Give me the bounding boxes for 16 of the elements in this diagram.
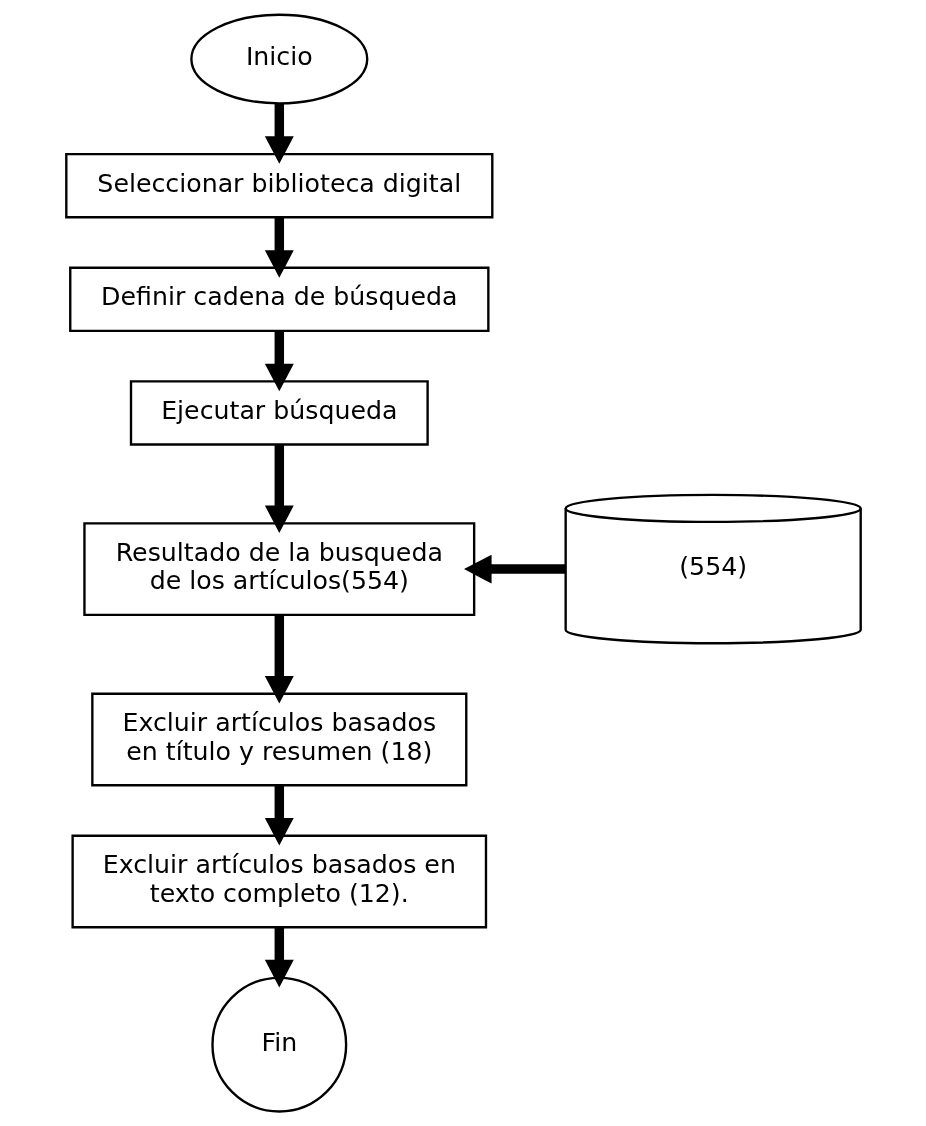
arrow <box>264 785 294 846</box>
arrow <box>264 444 294 533</box>
node-box: Seleccionar biblioteca digital <box>64 152 493 219</box>
arrow <box>264 615 294 704</box>
node-box: Excluir artículos basados en título y resumen (18) <box>90 692 467 787</box>
arrow <box>264 927 294 988</box>
arrow <box>264 103 294 164</box>
node-box: Excluir artículos basados en texto completo (12). <box>70 834 487 929</box>
arrow <box>463 554 565 584</box>
node-ellipse: Inicio <box>189 13 368 105</box>
node-box: Resultado de la busqueda de los artículos(554) <box>82 522 475 617</box>
arrow <box>264 217 294 278</box>
arrow <box>264 331 294 392</box>
node-box: Definir cadena de búsqueda <box>68 266 490 333</box>
node-circle: Fin <box>210 976 347 1113</box>
node-box: Ejecutar búsqueda <box>129 380 429 446</box>
